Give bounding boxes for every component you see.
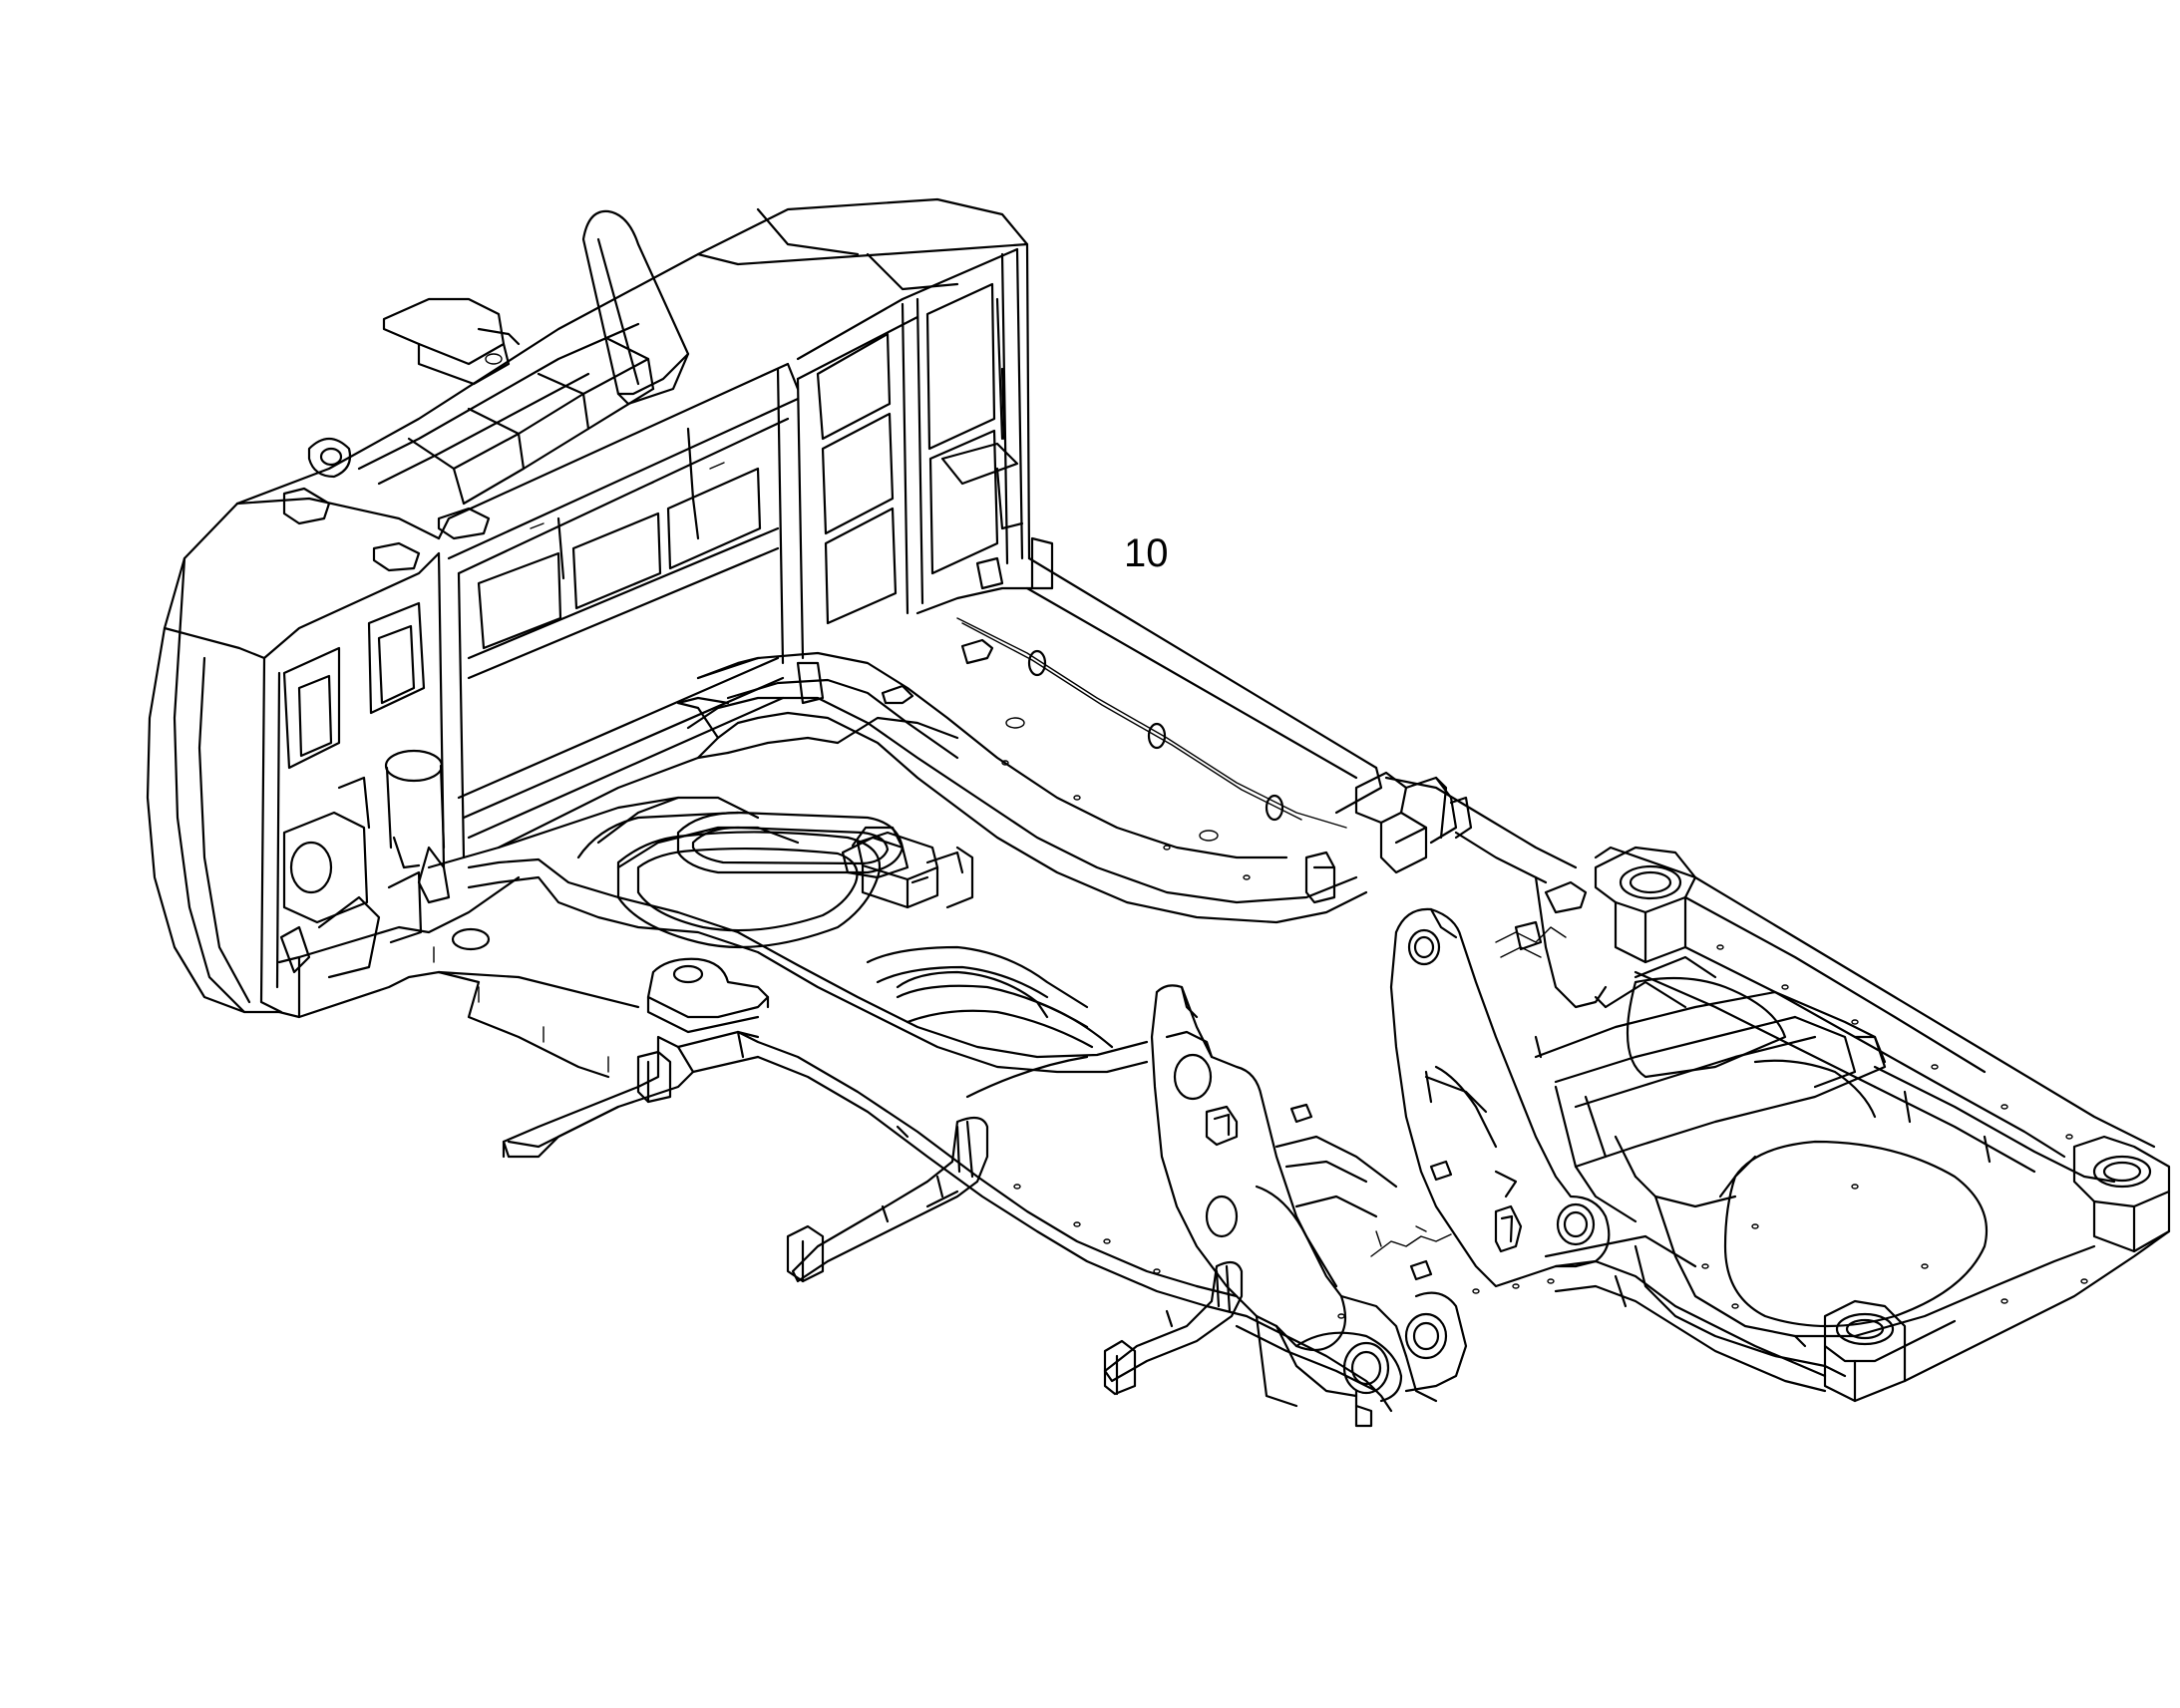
- front-crossbeams: [736, 1030, 1393, 1413]
- callout-label: 10: [1124, 531, 1169, 575]
- right-front-platform: [1384, 776, 2171, 1403]
- main-chassis: [277, 556, 1473, 1159]
- rear-grid-frame: [417, 247, 1054, 904]
- boom-mount-towers: [1150, 907, 1611, 1428]
- left-cavity: [279, 601, 446, 979]
- counterweight: [146, 197, 1031, 1014]
